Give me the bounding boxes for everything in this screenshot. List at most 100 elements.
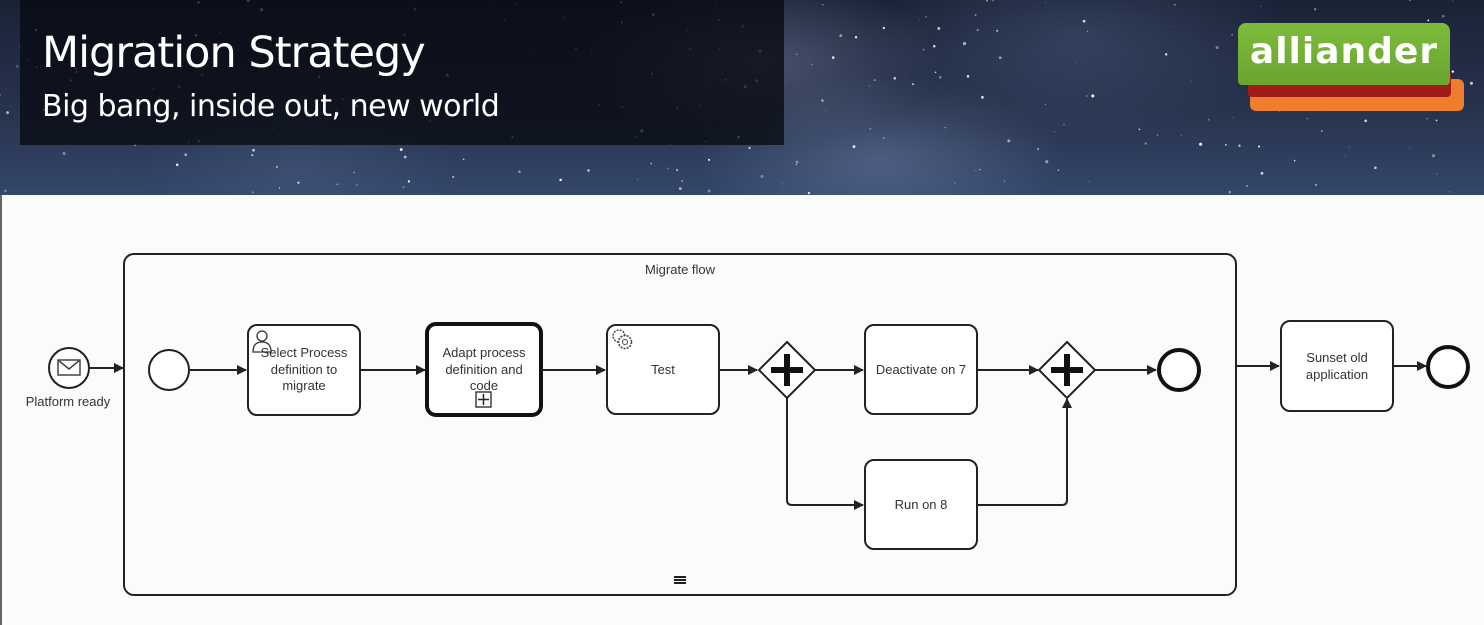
star	[1228, 190, 1232, 194]
star	[403, 155, 407, 159]
user-icon	[252, 330, 272, 353]
logo-green-block	[1238, 23, 1450, 85]
star	[1075, 62, 1077, 63]
collapse-marker-icon[interactable]	[674, 576, 686, 584]
star	[297, 181, 300, 184]
subprocess-migrate-flow[interactable]	[123, 253, 1237, 596]
star	[922, 48, 925, 51]
star	[979, 169, 981, 171]
star	[402, 186, 405, 189]
star	[1246, 185, 1248, 187]
star	[636, 178, 638, 181]
star	[1091, 94, 1095, 98]
star	[587, 169, 590, 172]
star	[1315, 184, 1317, 186]
star	[356, 184, 358, 186]
star	[980, 95, 984, 99]
inner-start-event[interactable]	[148, 349, 190, 391]
star	[1426, 118, 1428, 120]
star	[1427, 19, 1430, 22]
star	[1165, 53, 1168, 56]
task-sunset-label-1: Sunset old	[1306, 350, 1367, 365]
star	[996, 29, 999, 32]
star	[1449, 191, 1451, 193]
star	[1044, 104, 1046, 106]
task-deactivate-label: Deactivate on 7	[876, 362, 966, 377]
star	[252, 191, 254, 194]
subprocess-plus-icon[interactable]	[475, 391, 492, 408]
parallel-gateway-join[interactable]	[1037, 340, 1097, 400]
star	[807, 191, 811, 195]
star	[1173, 3, 1176, 6]
star	[462, 158, 465, 161]
slide-subtitle: Big bang, inside out, new world	[42, 89, 500, 124]
star	[395, 186, 397, 187]
star	[925, 15, 927, 18]
star	[1293, 159, 1296, 162]
star	[16, 65, 19, 68]
start-event-platform-ready[interactable]	[48, 347, 90, 389]
star	[1238, 144, 1241, 147]
task-test-label: Test	[651, 362, 675, 377]
star	[678, 187, 682, 191]
star	[62, 151, 66, 156]
star	[811, 63, 813, 65]
star	[1215, 45, 1219, 50]
star	[919, 18, 920, 20]
star	[869, 127, 872, 130]
star	[1172, 26, 1174, 28]
task-adapt-label-1: Adapt process	[442, 345, 526, 360]
parallel-gateway-split[interactable]	[757, 340, 817, 400]
star	[1144, 142, 1147, 145]
star	[1045, 2, 1046, 4]
star	[407, 180, 411, 183]
star	[954, 182, 956, 184]
star	[854, 36, 858, 39]
star	[1138, 128, 1141, 131]
star	[986, 0, 989, 2]
start-event-label: Platform ready	[26, 394, 111, 409]
star	[1306, 118, 1308, 119]
logo-text: alliander	[1249, 31, 1439, 72]
gear-icon	[612, 329, 633, 350]
star	[708, 158, 711, 161]
star	[1180, 134, 1182, 136]
task-adapt-label-3: code	[470, 378, 498, 393]
star	[1045, 160, 1049, 164]
star	[760, 174, 764, 178]
star	[518, 170, 521, 173]
star	[1257, 145, 1261, 148]
star	[975, 169, 977, 171]
star	[1431, 154, 1436, 158]
star	[365, 146, 367, 148]
inner-end-event[interactable]	[1157, 348, 1201, 392]
star	[650, 162, 653, 165]
end-event[interactable]	[1426, 345, 1470, 389]
star	[1082, 19, 1086, 23]
star	[1037, 148, 1040, 151]
star	[822, 3, 824, 6]
subprocess-label: Migrate flow	[645, 262, 716, 277]
star	[1224, 143, 1227, 146]
flow-run-to-join	[977, 398, 1072, 506]
star	[882, 137, 885, 140]
star	[852, 145, 856, 149]
star	[882, 26, 886, 30]
star	[868, 85, 870, 87]
task-sunset-old-application[interactable]	[1280, 320, 1394, 412]
star	[1007, 139, 1011, 143]
star	[114, 171, 115, 173]
star	[1452, 0, 1454, 2]
star	[676, 169, 679, 172]
star	[966, 75, 970, 78]
alliander-logo: alliander	[1238, 23, 1466, 113]
star	[252, 148, 255, 152]
task-select-label-3: migrate	[282, 378, 325, 393]
star	[1003, 180, 1006, 182]
star	[1157, 134, 1159, 136]
star	[1057, 169, 1060, 171]
envelope-icon	[57, 359, 81, 376]
star	[1199, 142, 1203, 146]
star	[6, 111, 9, 114]
star	[912, 83, 914, 85]
